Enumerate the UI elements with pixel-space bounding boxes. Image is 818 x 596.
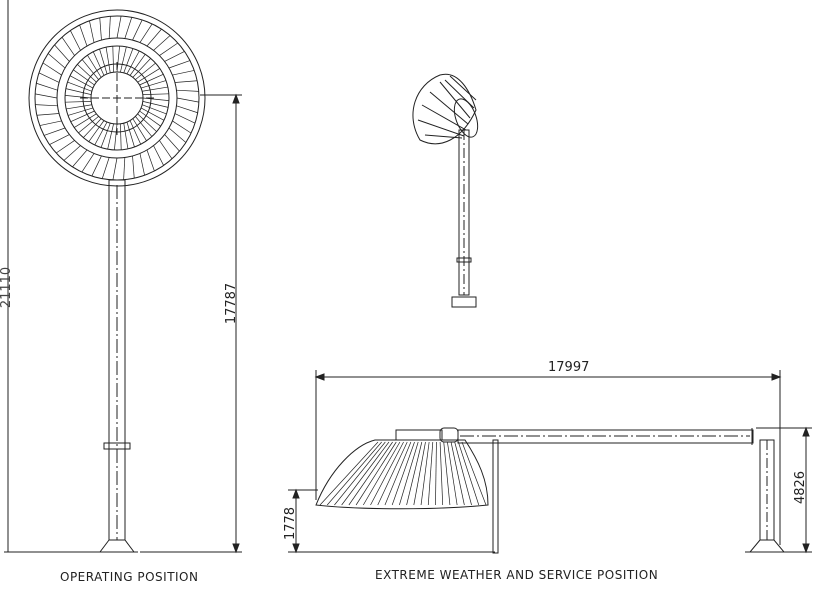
dish-height-dimension: 1778 — [283, 506, 299, 541]
tilted-view — [412, 73, 479, 308]
operating-view — [4, 0, 242, 554]
operating-height-dimension: 17787 — [224, 282, 240, 325]
extreme-height-dimension: 4826 — [793, 470, 809, 505]
length-dimension: 17997 — [548, 360, 590, 375]
extreme-position-caption: EXTREME WEATHER AND SERVICE POSITION — [375, 568, 659, 582]
extreme-view — [288, 370, 812, 554]
total-height-dimension: 21110 — [0, 266, 15, 309]
operating-position-caption: OPERATING POSITION — [60, 570, 199, 584]
